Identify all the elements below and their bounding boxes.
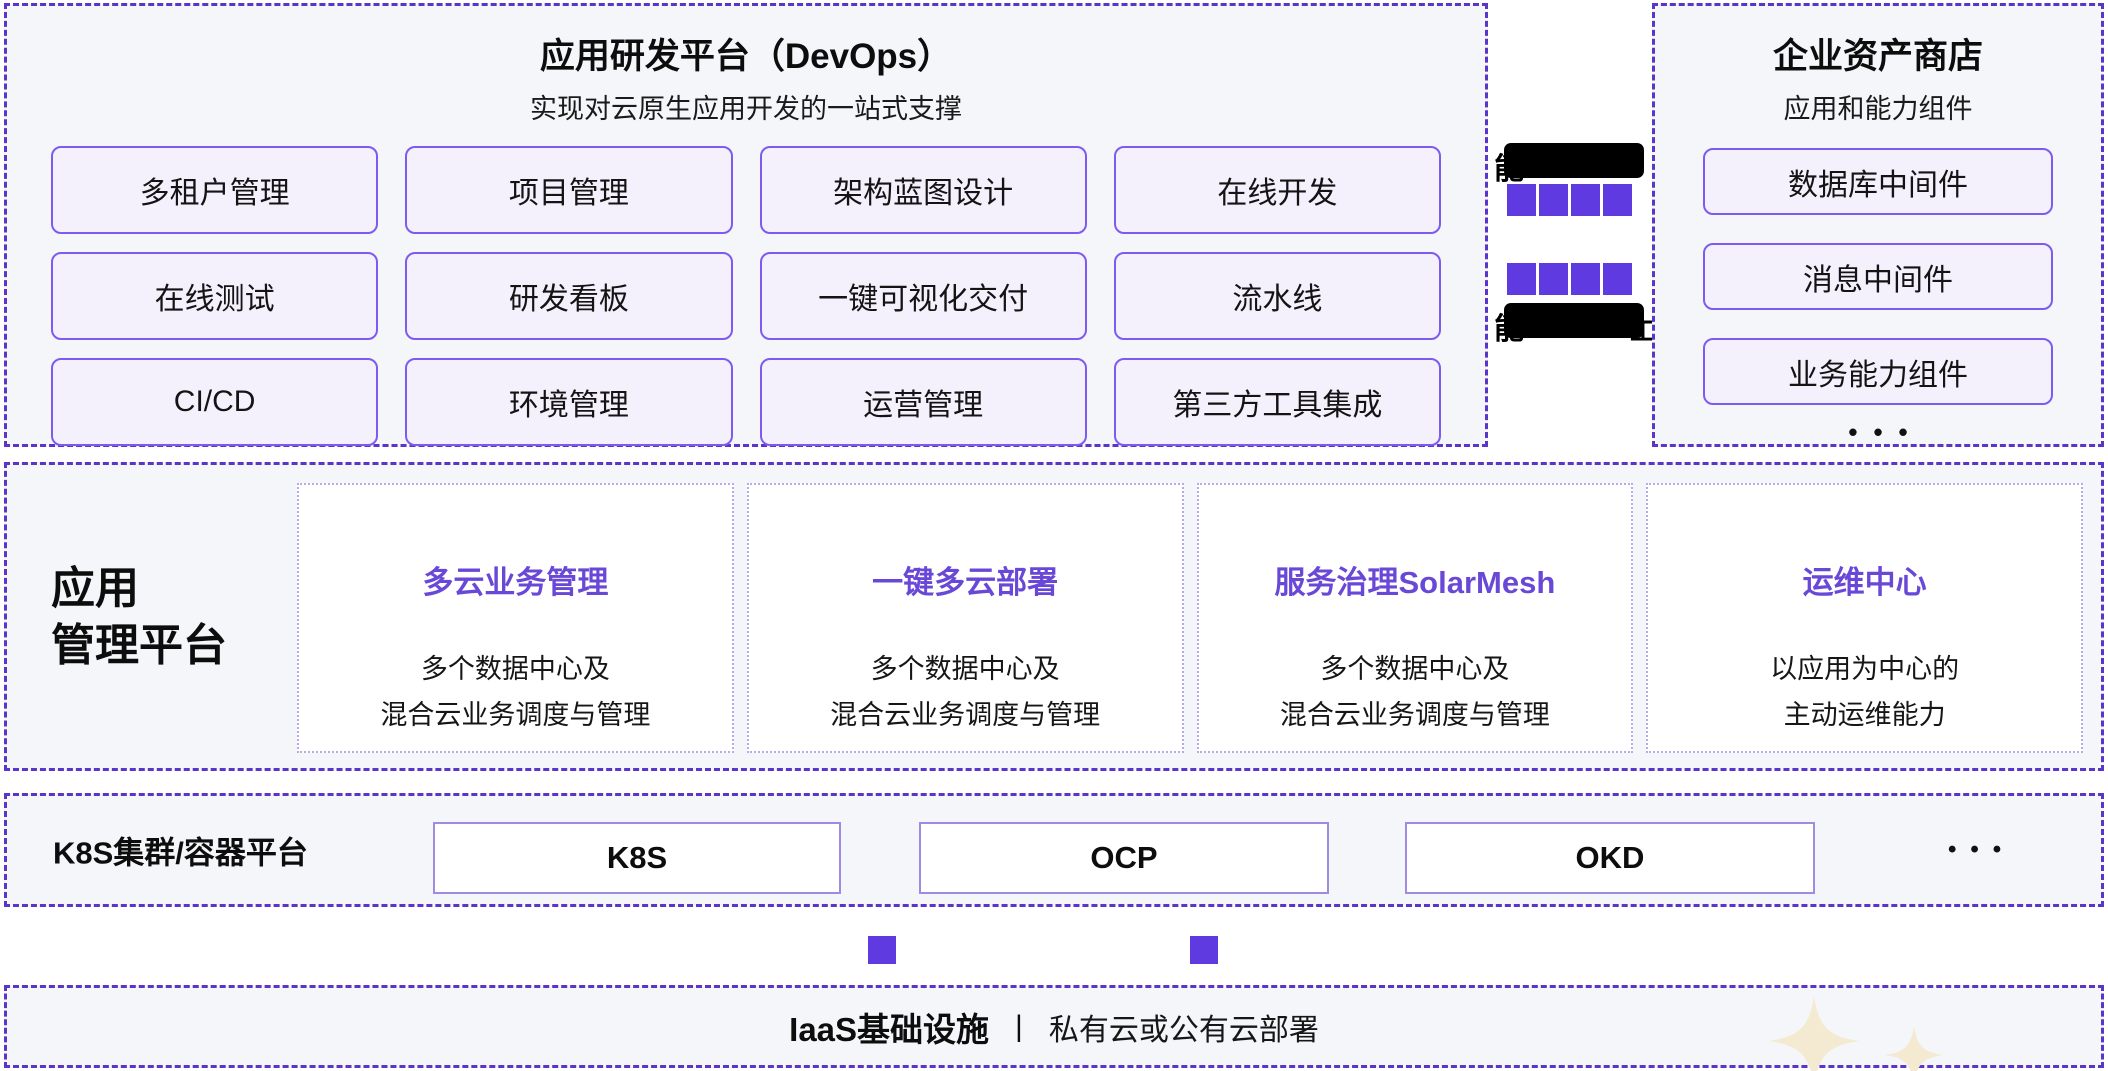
- card-desc-line1: 以应用为中心的: [1770, 654, 1960, 684]
- arrow-square: [1507, 263, 1536, 295]
- black-redaction-bar: [1504, 143, 1644, 178]
- arrow-square: [1603, 184, 1632, 216]
- devops-panel-subtitle: 实现对云原生应用开发的一站式支撑: [530, 94, 962, 124]
- card-description: 以应用为中心的 主动运维能力: [1648, 646, 2081, 739]
- card-ops-center: 运维中心 以应用为中心的 主动运维能力: [1646, 483, 2083, 753]
- app-management-label-line2: 管理平台: [51, 620, 227, 670]
- platform-box-k8s: K8S: [433, 822, 841, 894]
- app-management-band: 应用 管理平台 多云业务管理 多个数据中心及 混合云业务调度与管理 一键多云部署…: [4, 462, 2104, 771]
- card-desc-line2: 混合云业务调度与管理: [380, 700, 651, 731]
- k8s-band-label: K8S集群/容器平台: [53, 835, 308, 871]
- asset-store-title: 企业资产商店: [1772, 37, 1983, 76]
- arrow-square: [1571, 263, 1600, 295]
- arrow-square: [1539, 184, 1568, 216]
- capability-label-top-redacted: 能: [1494, 143, 1646, 186]
- card-title: 服务治理SolarMesh: [1274, 565, 1556, 600]
- devops-capability-project-mgmt: 项目管理: [405, 146, 733, 234]
- card-desc-line2: 混合云业务调度与管理: [830, 700, 1101, 731]
- asset-item-message-middleware: 消息中间件: [1703, 243, 2053, 310]
- arrow-square: [1603, 263, 1632, 295]
- arrow-square: [1571, 184, 1600, 216]
- card-desc-line1: 多个数据中心及: [1320, 654, 1510, 684]
- devops-capability-blueprint-design: 架构蓝图设计: [759, 146, 1087, 234]
- card-one-click-multicloud-deploy: 一键多云部署 多个数据中心及 混合云业务调度与管理: [746, 483, 1184, 753]
- arrow-squares-row-up: [1507, 263, 1632, 295]
- devops-panel-title: 应用研发平台（DevOps）: [539, 37, 953, 76]
- asset-item-business-components: 业务能力组件: [1703, 338, 2053, 405]
- connector-square: [868, 936, 896, 964]
- connector-square: [1190, 936, 1218, 964]
- card-description: 多个数据中心及 混合云业务调度与管理: [749, 646, 1182, 739]
- devops-capability-pipeline: 流水线: [1113, 252, 1441, 340]
- arrow-squares-row-down: [1507, 184, 1632, 216]
- card-title: 多云业务管理: [422, 565, 609, 600]
- devops-capability-ops-mgmt: 运营管理: [759, 358, 1087, 446]
- platform-box-ocp: OCP: [919, 822, 1329, 894]
- black-redaction-bar: [1504, 303, 1644, 338]
- iaas-separator: |: [1015, 1009, 1023, 1043]
- card-multicloud-business-mgmt: 多云业务管理 多个数据中心及 混合云业务调度与管理: [297, 483, 734, 753]
- devops-capability-grid: 多租户管理 项目管理 架构蓝图设计 在线开发 在线测试 研发看板 一键可视化交付…: [51, 146, 1441, 446]
- app-management-label: 应用 管理平台: [51, 559, 227, 673]
- card-description: 多个数据中心及 混合云业务调度与管理: [299, 646, 732, 739]
- devops-capability-cicd: CI/CD: [51, 358, 379, 446]
- devops-platform-panel: 应用研发平台（DevOps） 实现对云原生应用开发的一站式支撑 多租户管理 项目…: [4, 3, 1488, 447]
- card-title: 一键多云部署: [872, 565, 1059, 600]
- arrow-square: [1507, 184, 1536, 216]
- card-desc-line1: 多个数据中心及: [420, 654, 610, 684]
- asset-store-subtitle: 应用和能力组件: [1783, 94, 1973, 124]
- asset-store-items: 数据库中间件 消息中间件 业务能力组件: [1703, 148, 2053, 405]
- app-management-cards: 多云业务管理 多个数据中心及 混合云业务调度与管理 一键多云部署 多个数据中心及…: [297, 483, 2083, 753]
- devops-capability-tenant-mgmt: 多租户管理: [51, 146, 379, 234]
- card-service-governance-solarmesh: 服务治理SolarMesh 多个数据中心及 混合云业务调度与管理: [1196, 483, 1634, 753]
- iaas-subtitle: 私有云或公有云部署: [1048, 1013, 1319, 1047]
- asset-store-panel: 企业资产商店 应用和能力组件 数据库中间件 消息中间件 业务能力组件 •••: [1652, 3, 2104, 447]
- card-description: 多个数据中心及 混合云业务调度与管理: [1199, 646, 1632, 739]
- card-desc-line2: 主动运维能力: [1783, 700, 1946, 731]
- k8s-platform-band: K8S集群/容器平台 K8S OCP OKD •••: [4, 793, 2104, 907]
- iaas-band: IaaS基础设施 | 私有云或公有云部署: [4, 985, 2104, 1071]
- devops-capability-env-mgmt: 环境管理: [405, 358, 733, 446]
- devops-capability-3rd-party-tools: 第三方工具集成: [1113, 358, 1441, 446]
- capability-label-bottom-redacted: 能 工: [1494, 303, 1656, 346]
- devops-capability-rd-board: 研发看板: [405, 252, 733, 340]
- asset-item-database-middleware: 数据库中间件: [1703, 148, 2053, 215]
- iaas-text-line: IaaS基础设施 | 私有云或公有云部署: [7, 1003, 2101, 1051]
- card-desc-line2: 混合云业务调度与管理: [1279, 700, 1550, 731]
- platform-box-okd: OKD: [1405, 822, 1815, 894]
- card-title: 运维中心: [1802, 565, 1927, 600]
- arrow-square: [1539, 263, 1568, 295]
- iaas-title: IaaS基础设施: [789, 1010, 990, 1048]
- devops-capability-online-dev: 在线开发: [1113, 146, 1441, 234]
- devops-capability-visual-delivery: 一键可视化交付: [759, 252, 1087, 340]
- devops-capability-online-test: 在线测试: [51, 252, 379, 340]
- app-management-label-line1: 应用: [51, 563, 139, 613]
- asset-store-ellipsis: •••: [1848, 417, 1924, 447]
- k8s-band-ellipsis: •••: [1948, 836, 2016, 863]
- card-desc-line1: 多个数据中心及: [870, 654, 1060, 684]
